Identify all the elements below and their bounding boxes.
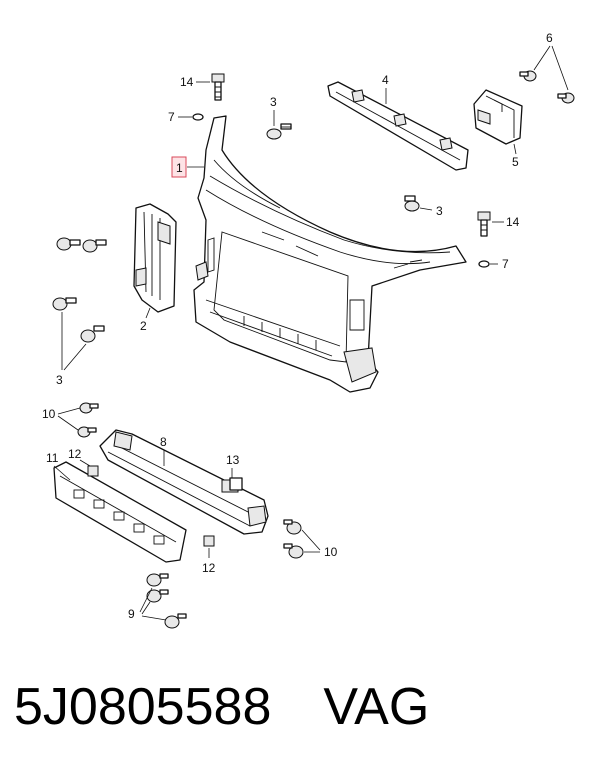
callout-2: 2 — [140, 319, 147, 333]
callout-5: 5 — [512, 155, 519, 169]
callout-14-top: 14 — [180, 75, 194, 89]
callout-8: 8 — [160, 435, 167, 449]
callout-3-right: 3 — [436, 204, 443, 218]
screws-10-bottom — [283, 519, 304, 559]
clip-7-right — [478, 260, 490, 268]
callout-3-left: 3 — [56, 373, 63, 387]
callout-3-top: 3 — [270, 95, 277, 109]
callout-6: 6 — [546, 31, 553, 45]
callout-12-bottom: 12 — [202, 561, 216, 575]
lock-bracket — [473, 89, 523, 145]
callout-7-top: 7 — [168, 110, 175, 124]
bolt-14-top — [211, 73, 225, 101]
callout-14-right: 14 — [506, 215, 520, 229]
callout-1: 1 — [176, 161, 183, 175]
callout-10-top: 10 — [42, 407, 56, 421]
brand-label: VAG — [323, 678, 430, 736]
callout-10-bottom: 10 — [324, 545, 338, 559]
clip-12-bottom — [203, 535, 215, 547]
callout-13: 13 — [226, 453, 240, 467]
sensor-holder-13 — [221, 477, 243, 493]
screws-6 — [519, 70, 575, 104]
carrier-strip — [327, 81, 469, 171]
callout-11: 11 — [46, 451, 59, 465]
screws-10-top — [77, 402, 99, 438]
callout-7-right: 7 — [502, 257, 509, 271]
screw-3-right — [404, 195, 420, 212]
clip-7-top — [192, 113, 204, 121]
front-lock-carrier-frame — [193, 115, 467, 393]
screw-3-top — [266, 123, 292, 140]
bolt-14-right — [477, 211, 491, 237]
screws-9 — [146, 573, 187, 629]
callout-1-highlight — [171, 156, 187, 178]
screws-3-left — [52, 237, 107, 343]
clip-12-top — [87, 465, 99, 477]
bumper-beam — [99, 429, 269, 535]
air-guide-panel — [133, 203, 177, 313]
callout-9: 9 — [128, 607, 135, 621]
callout-12-top: 12 — [68, 447, 82, 461]
callout-4: 4 — [382, 73, 389, 87]
impact-absorber — [53, 461, 187, 563]
part-number: 5J0805588 — [14, 678, 272, 736]
part-number-footer: 5J0805588 VAG — [14, 672, 594, 742]
